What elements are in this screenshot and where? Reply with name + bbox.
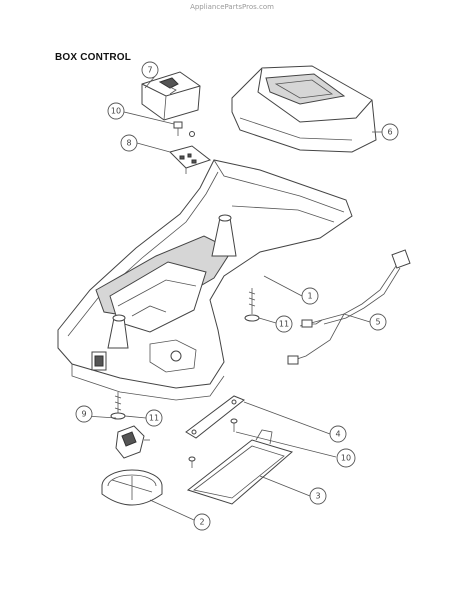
callout-9: 9 (75, 405, 93, 423)
part-9-rocker-switch (115, 425, 150, 459)
callout-6: 6 (381, 123, 399, 141)
part-2-ring-base (101, 469, 163, 506)
part-7-control-box (141, 71, 201, 121)
callout-3: 3 (309, 487, 327, 505)
part-1-main-housing (57, 159, 353, 401)
svg-text:10: 10 (341, 454, 351, 463)
callout-4: 4 (329, 425, 347, 443)
part-10-screw-upper (173, 121, 195, 137)
svg-text:3: 3 (315, 492, 320, 501)
svg-text:4: 4 (335, 430, 340, 439)
part-5-wiring-harness (287, 249, 411, 365)
callout-10-lower: 10 (336, 448, 356, 468)
callout-7: 7 (141, 61, 159, 79)
callout-2: 2 (193, 513, 211, 531)
part-8-circuit-board (169, 145, 212, 174)
svg-text:11: 11 (279, 320, 289, 329)
part-10-screw-lower (188, 418, 238, 468)
part-11-screw-lower (110, 392, 126, 420)
svg-text:11: 11 (149, 414, 159, 423)
part-6-lid (231, 65, 377, 153)
callout-1: 1 (301, 287, 319, 305)
part-3-cover-panel (186, 429, 294, 505)
svg-text:10: 10 (111, 107, 121, 116)
part-4-bracket (185, 395, 245, 439)
part-11-screw-upper (244, 288, 260, 322)
svg-text:2: 2 (199, 518, 204, 527)
svg-text:9: 9 (81, 410, 86, 419)
callout-11-lower: 11 (145, 409, 163, 427)
callout-11-upper: 11 (275, 315, 293, 333)
callout-5: 5 (369, 313, 387, 331)
svg-text:6: 6 (387, 128, 392, 137)
svg-text:8: 8 (126, 139, 131, 148)
svg-text:1: 1 (307, 292, 312, 301)
callout-10-upper: 10 (107, 102, 125, 120)
watermark: AppliancePartsPros.com (190, 3, 274, 11)
svg-text:7: 7 (147, 66, 152, 75)
callout-8: 8 (120, 134, 138, 152)
diagram-title: BOX CONTROL (55, 52, 132, 63)
svg-text:5: 5 (375, 318, 380, 327)
